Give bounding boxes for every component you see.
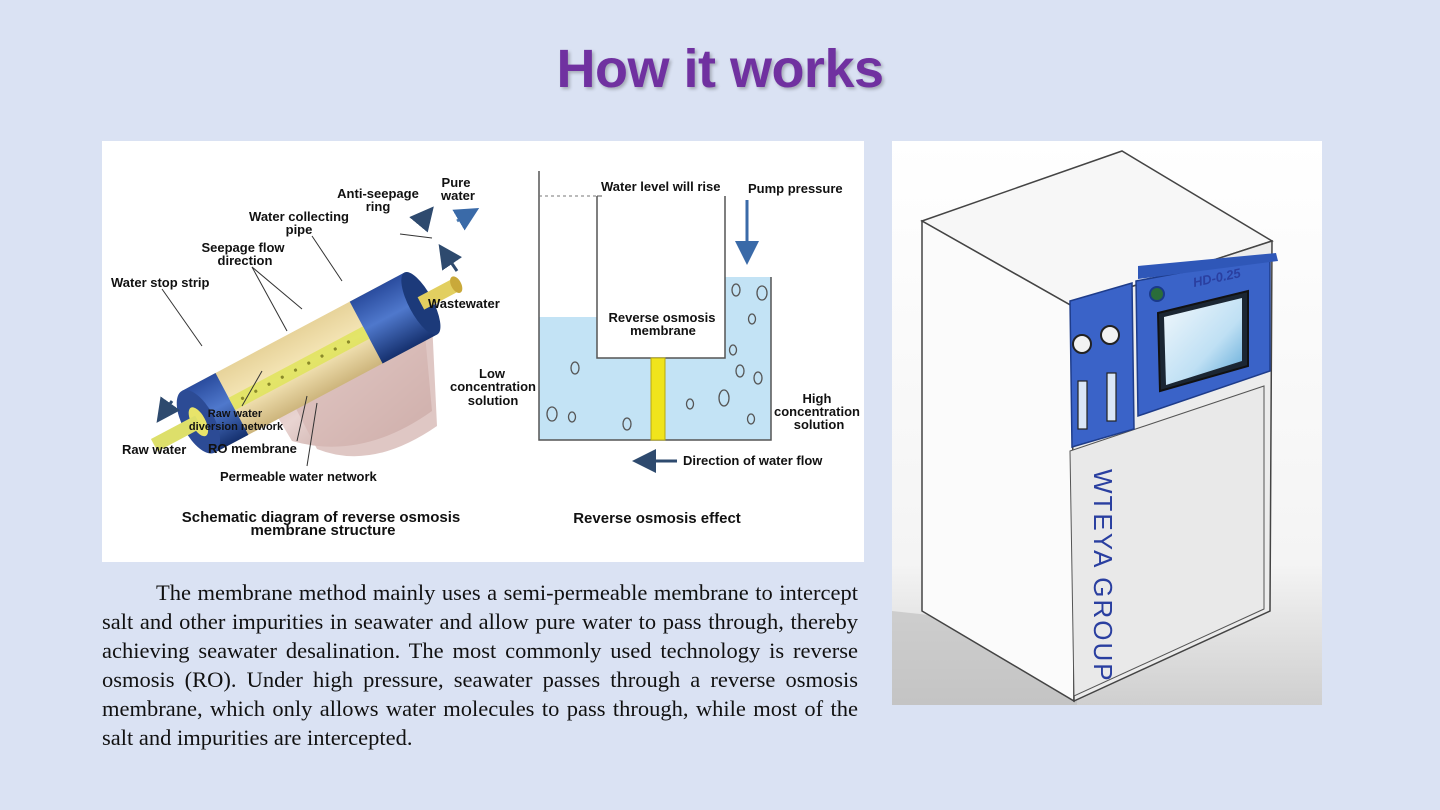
label-seepage-flow-2: direction (218, 253, 273, 268)
label-ro-membrane: RO membrane (208, 441, 297, 456)
desalination-machine-illustration: HD-0.25 WTEYA GROUP (892, 141, 1322, 705)
label-raw-water-diversion-1: Raw water (208, 408, 263, 420)
label-anti-seepage-1: Anti-seepage (337, 186, 419, 201)
description-paragraph: The membrane method mainly uses a semi-p… (102, 580, 858, 750)
osmosis-caption: Reverse osmosis effect (573, 510, 741, 527)
label-raw-water: Raw water (122, 442, 186, 457)
label-ro-membrane-2-2: membrane (630, 323, 696, 338)
machine-brand: WTEYA GROUP (1088, 469, 1118, 683)
label-low-2: concentration (450, 379, 536, 394)
label-pure-water-1: Pure (442, 175, 471, 190)
machine-panel: HD-0.25 WTEYA GROUP (892, 141, 1322, 705)
label-seepage-flow-1: Seepage flow (201, 240, 285, 255)
label-pure-water-2: water (440, 188, 475, 203)
label-high-3: solution (794, 417, 845, 432)
label-collecting-pipe-2: pipe (286, 222, 313, 237)
label-water-level: Water level will rise (601, 179, 720, 194)
membrane-caption-1: Schematic diagram of reverse osmosis (182, 509, 460, 526)
label-low-3: solution (468, 393, 519, 408)
label-ro-membrane-2-1: Reverse osmosis (609, 310, 716, 325)
label-high-1: High (803, 391, 832, 406)
label-anti-seepage-2: ring (366, 199, 391, 214)
membrane-caption-2: membrane structure (250, 522, 395, 539)
label-water-stop-strip: Water stop strip (111, 275, 210, 290)
diagram-panel: Anti-seepage ring Pure water Water colle… (102, 141, 864, 562)
slide-title: How it works (556, 39, 884, 99)
label-wastewater: Wastewater (428, 296, 500, 311)
label-raw-water-diversion-2: diversion network (189, 421, 284, 433)
ro-diagrams: Anti-seepage ring Pure water Water colle… (111, 171, 860, 539)
label-high-2: concentration (774, 404, 860, 419)
label-collecting-pipe-1: Water collecting (249, 209, 349, 224)
label-flow-direction: Direction of water flow (683, 453, 823, 468)
label-low-1: Low (479, 366, 506, 381)
osmosis-illustration (538, 171, 772, 473)
membrane-illustration (150, 206, 480, 467)
label-pump-pressure: Pump pressure (748, 181, 843, 196)
label-permeable-network: Permeable water network (220, 469, 378, 484)
